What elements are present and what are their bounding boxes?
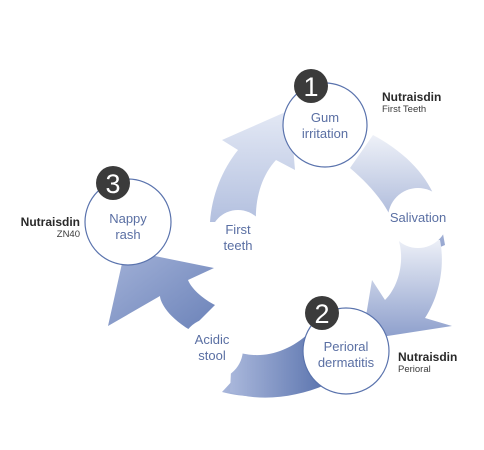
step-salivation: Salivation xyxy=(388,188,448,248)
stage-label: dermatitis xyxy=(318,355,375,370)
number-badge xyxy=(305,296,339,330)
step-circle xyxy=(388,188,448,248)
number-badge xyxy=(96,166,130,200)
stage-label: rash xyxy=(115,227,140,242)
step-acidic-stool: Acidic stool xyxy=(181,318,243,380)
number-badge-text: 2 xyxy=(314,299,329,329)
step-label: teeth xyxy=(224,238,253,253)
number-badge-text: 3 xyxy=(105,169,120,199)
brand-sub: First Teeth xyxy=(382,104,426,115)
stage-label: Perioral xyxy=(324,339,369,354)
step-circle xyxy=(181,318,243,380)
number-badge-text: 1 xyxy=(303,72,318,102)
stage-nappy-rash: Nappy rash 3 Nutraisdin ZN40 xyxy=(21,166,172,266)
step-first-teeth: First teeth xyxy=(210,210,266,266)
arrow-firstteeth-to-gum xyxy=(210,110,295,222)
step-label: Salivation xyxy=(390,210,446,225)
number-badge xyxy=(294,69,328,103)
stage-label: Nappy xyxy=(109,211,147,226)
step-label: First xyxy=(225,222,251,237)
arrow-bottom-body xyxy=(230,332,325,398)
stage-gum-irritation: Gum irritation 1 Nutraisdin First Teeth xyxy=(282,69,441,168)
brand-name: Nutraisdin xyxy=(21,215,80,229)
brand-name: Nutraisdin xyxy=(398,350,457,364)
arrow-salivation-to-perioral xyxy=(362,238,452,340)
step-circle xyxy=(210,210,266,266)
step-label: Acidic xyxy=(195,332,230,347)
stage-label: Gum xyxy=(311,110,339,125)
brand-name: Nutraisdin xyxy=(382,90,441,104)
stage-label: irritation xyxy=(302,126,348,141)
step-label: stool xyxy=(198,348,226,363)
stage-perioral-dermatitis: Perioral dermatitis 2 Nutraisdin Periora… xyxy=(302,296,457,395)
brand-sub: ZN40 xyxy=(57,229,80,240)
brand-sub: Perioral xyxy=(398,364,431,375)
arrow-acidic-to-nappy xyxy=(108,250,215,330)
